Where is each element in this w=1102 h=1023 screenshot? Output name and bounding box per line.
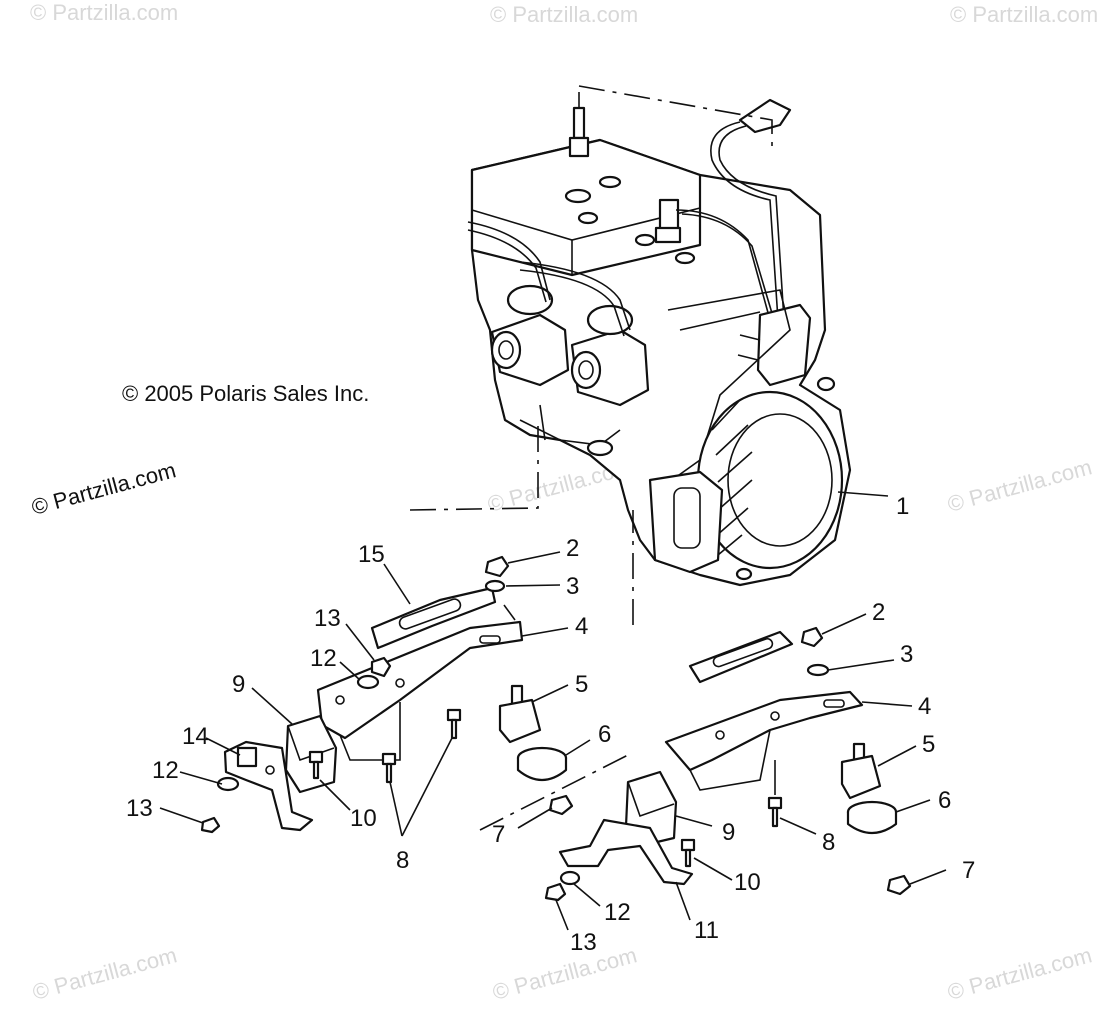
callout-12-lower-left: 12 bbox=[152, 757, 179, 784]
watermark-top-left: © Partzilla.com bbox=[30, 0, 178, 25]
part-11-mount-bracket-right bbox=[558, 818, 694, 886]
part-13-nut-upper bbox=[370, 656, 392, 678]
part-10-bolt-left bbox=[308, 750, 324, 780]
leader-lines bbox=[159, 491, 947, 931]
callout-12-upper: 12 bbox=[310, 645, 337, 672]
part-6-damper-left bbox=[516, 746, 568, 782]
callout-11: 11 bbox=[694, 917, 719, 944]
head-bolt bbox=[564, 188, 592, 204]
callout-6-right: 6 bbox=[938, 787, 951, 814]
part-5-rubber-mount-right bbox=[840, 742, 882, 800]
copyright-notice: © 2005 Polaris Sales Inc. bbox=[122, 381, 369, 406]
callout-12-lower-right: 12 bbox=[604, 899, 631, 926]
recoil-starter bbox=[648, 390, 844, 581]
part-3-washer-left bbox=[484, 579, 506, 593]
callout-15: 15 bbox=[358, 541, 385, 568]
part-15-engine-plate-right bbox=[688, 630, 794, 684]
callout-2-right: 2 bbox=[872, 599, 885, 626]
part-10-bolt-right bbox=[680, 838, 696, 868]
callout-9-right: 9 bbox=[722, 819, 735, 846]
callout-13-lower-left: 13 bbox=[126, 795, 153, 822]
callout-7-right: 7 bbox=[962, 857, 975, 884]
part-14-mount-bracket-left bbox=[223, 740, 314, 832]
part-5-rubber-mount-left bbox=[498, 684, 542, 744]
callout-7-left: 7 bbox=[492, 821, 505, 848]
callout-5-left: 5 bbox=[575, 671, 588, 698]
watermark-bottom-left: © Partzilla.com bbox=[30, 942, 180, 1005]
part-15-engine-plate-left bbox=[370, 586, 497, 650]
callout-1: 1 bbox=[896, 493, 909, 520]
part-4-motor-bracket-right bbox=[664, 690, 864, 791]
part-12-washer-upper bbox=[356, 674, 380, 690]
callout-14: 14 bbox=[182, 723, 209, 750]
watermark-middle-right: © Partzilla.com bbox=[945, 454, 1095, 517]
spark-plug bbox=[568, 92, 590, 158]
callout-4-left: 4 bbox=[575, 613, 588, 640]
carburetor-right bbox=[570, 304, 650, 407]
callout-4-right: 4 bbox=[918, 693, 931, 720]
callout-2-left: 2 bbox=[566, 535, 579, 562]
part-3-washer-right bbox=[806, 663, 830, 677]
part-6-damper-right bbox=[846, 800, 898, 835]
part-2-nut-left bbox=[484, 555, 510, 578]
partzilla-notice: © Partzilla.com bbox=[29, 457, 179, 520]
part-7-nut-right bbox=[886, 874, 912, 896]
part-8-bolt-right bbox=[767, 796, 783, 828]
part-7-nut-left bbox=[548, 794, 574, 816]
engine-assembly bbox=[467, 92, 852, 587]
callout-6-left: 6 bbox=[598, 721, 611, 748]
watermark-top-center: © Partzilla.com bbox=[490, 2, 638, 27]
callout-10-left: 10 bbox=[350, 805, 377, 832]
callout-10-right: 10 bbox=[734, 869, 761, 896]
callout-13-lower-right: 13 bbox=[570, 929, 597, 956]
carburetor-left bbox=[490, 284, 570, 387]
watermark-top-right: © Partzilla.com bbox=[950, 2, 1098, 27]
callout-3-right: 3 bbox=[900, 641, 913, 668]
callout-9-left: 9 bbox=[232, 671, 245, 698]
part-2-nut-right bbox=[800, 626, 824, 648]
watermark-bottom-center: © Partzilla.com bbox=[490, 942, 640, 1005]
callout-8-right: 8 bbox=[822, 829, 835, 856]
part-13-nut-lower-right bbox=[544, 882, 567, 902]
watermark-bottom-right: © Partzilla.com bbox=[945, 942, 1095, 1005]
part-8-bolt-left-b bbox=[381, 752, 397, 784]
callout-8-left: 8 bbox=[396, 847, 409, 874]
spark-plug-wire bbox=[710, 98, 792, 321]
spark-plug-cap bbox=[654, 198, 775, 321]
callout-labels: 1 2 3 4 5 6 7 8 9 10 12 12 13 13 14 15 2… bbox=[126, 493, 975, 956]
callout-5-right: 5 bbox=[922, 731, 935, 758]
part-12-washer-lower-left bbox=[216, 776, 240, 792]
callout-3-left: 3 bbox=[566, 573, 579, 600]
callout-13-upper: 13 bbox=[314, 605, 341, 632]
part-8-bolt-left-a bbox=[446, 708, 462, 740]
ignition-coil bbox=[756, 303, 812, 387]
part-12-washer-lower-right bbox=[559, 870, 581, 886]
part-13-nut-lower-left bbox=[200, 816, 221, 834]
part-4-motor-bracket-left bbox=[316, 620, 524, 761]
